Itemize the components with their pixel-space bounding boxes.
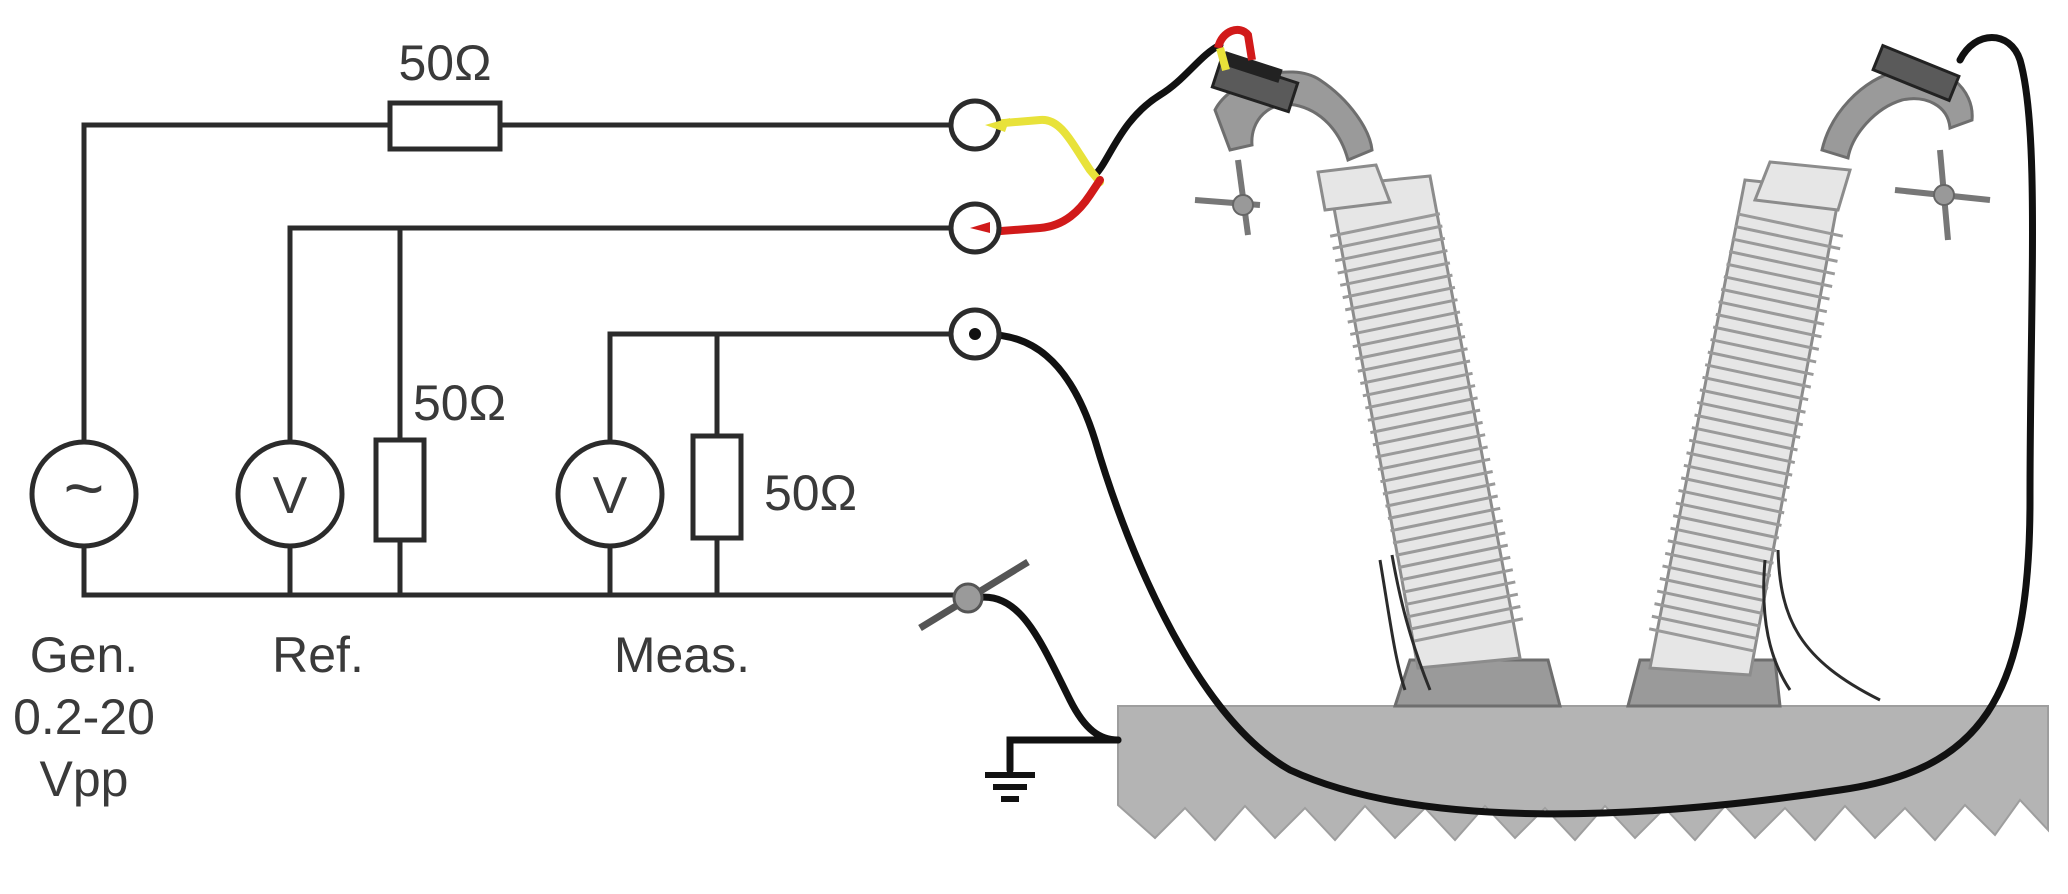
porcelain-shed — [1683, 463, 1790, 490]
series-resistor — [387, 100, 503, 152]
porcelain-shed — [1392, 519, 1504, 545]
porcelain-shed — [1372, 420, 1483, 447]
porcelain-shed — [1715, 312, 1822, 339]
ground-slab — [1117, 705, 2049, 842]
porcelain-shed — [1395, 531, 1506, 557]
porcelain-shed — [1354, 335, 1466, 361]
test-cables — [971, 25, 2036, 818]
ref-resistor — [373, 437, 427, 543]
series-resistor-label: 50Ω — [399, 35, 492, 91]
porcelain-shed — [1675, 501, 1782, 527]
porcelain-shed — [1686, 451, 1793, 477]
circuit-wiring — [81, 122, 958, 598]
porcelain-shed — [1400, 555, 1511, 582]
porcelain-shed — [1720, 287, 1828, 314]
porcelain-shed — [1704, 363, 1812, 389]
bnc-connectors — [948, 98, 1010, 361]
porcelain-shed — [1728, 250, 1836, 276]
generator-tilde: ~ — [64, 449, 105, 527]
porcelain-shed — [1352, 322, 1463, 349]
meas-label: Meas. — [614, 627, 750, 683]
porcelain-shed — [1344, 285, 1456, 312]
left-bushing — [1194, 51, 1562, 708]
porcelain-shed — [1347, 298, 1458, 324]
porcelain-shed — [1385, 482, 1496, 508]
porcelain-shed — [1367, 396, 1478, 422]
ref-resistor-label: 50Ω — [413, 375, 506, 431]
porcelain-shed — [1377, 445, 1488, 471]
porcelain-shed — [1731, 237, 1838, 263]
ground-clip — [918, 559, 1030, 631]
porcelain-shed — [1726, 262, 1833, 288]
porcelain-shed — [1699, 388, 1806, 414]
porcelain-shed — [1680, 476, 1788, 502]
porcelain-shed — [1329, 212, 1441, 238]
porcelain-shed — [1664, 551, 1772, 578]
porcelain-shed — [1702, 375, 1809, 402]
porcelain-shed — [1707, 350, 1814, 377]
porcelain-shed — [1397, 543, 1509, 570]
generator-label-line2: 0.2-20 — [13, 689, 155, 745]
porcelain-shed — [1656, 589, 1764, 615]
porcelain-shed — [1390, 506, 1501, 533]
porcelain-shed — [1654, 602, 1761, 628]
porcelain-shed — [1382, 470, 1493, 496]
porcelain-shed — [1380, 457, 1491, 484]
porcelain-shed — [1736, 212, 1844, 238]
ref-voltmeter — [235, 439, 345, 549]
porcelain-shed — [1696, 400, 1804, 427]
porcelain-shed — [1375, 433, 1486, 459]
porcelain-shed — [1723, 275, 1830, 301]
porcelain-shed — [1339, 261, 1451, 287]
porcelain-shed — [1662, 564, 1769, 590]
porcelain-shed — [1712, 325, 1820, 351]
porcelain-shed — [1710, 338, 1817, 364]
porcelain-shed — [1402, 568, 1514, 594]
porcelain-shed — [1672, 514, 1780, 540]
earth-ground-icon — [985, 772, 1035, 802]
porcelain-shed — [1694, 413, 1801, 439]
right-bushing — [1626, 43, 1991, 708]
porcelain-shed — [1667, 539, 1774, 565]
porcelain-shed — [1349, 310, 1461, 336]
porcelain-shed — [1342, 273, 1453, 300]
ref-voltmeter-symbol: V — [273, 467, 308, 525]
meas-voltmeter-symbol: V — [593, 467, 628, 525]
porcelain-shed — [1734, 224, 1841, 251]
porcelain-shed — [1648, 627, 1756, 653]
ref-label: Ref. — [272, 627, 364, 683]
porcelain-shed — [1337, 249, 1448, 275]
porcelain-shed — [1670, 526, 1777, 553]
porcelain-shed — [1659, 577, 1766, 603]
generator-symbol — [29, 439, 139, 549]
porcelain-shed — [1357, 347, 1468, 373]
generator-label-line1: Gen. — [30, 627, 138, 683]
porcelain-shed — [1362, 371, 1473, 398]
porcelain-shed — [1334, 236, 1446, 263]
porcelain-shed — [1410, 605, 1521, 631]
porcelain-shed — [1412, 617, 1524, 643]
meas-resistor — [690, 433, 744, 541]
porcelain-shed — [1360, 359, 1471, 385]
meas-voltmeter — [555, 439, 665, 549]
meas-resistor-label: 50Ω — [764, 465, 857, 521]
porcelain-shed — [1332, 224, 1443, 250]
porcelain-shed — [1678, 488, 1785, 515]
porcelain-shed — [1651, 614, 1758, 641]
generator-label-line3: Vpp — [40, 751, 129, 807]
porcelain-shed — [1370, 408, 1481, 435]
porcelain-shed — [1718, 300, 1825, 326]
porcelain-shed — [1365, 384, 1476, 410]
porcelain-shed — [1387, 494, 1499, 520]
porcelain-shed — [1405, 580, 1516, 606]
porcelain-shed — [1691, 426, 1798, 452]
porcelain-shed — [1407, 592, 1519, 619]
porcelain-shed — [1688, 438, 1796, 465]
